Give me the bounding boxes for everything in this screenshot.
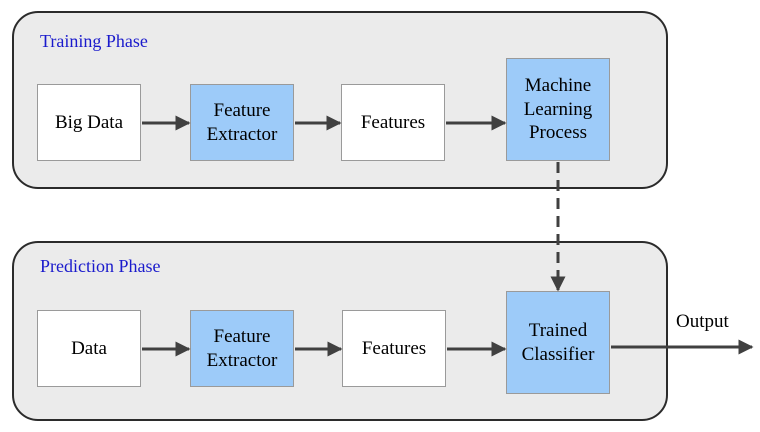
node-training-feature-extractor: Feature Extractor: [190, 84, 294, 161]
training-phase-title: Training Phase: [40, 31, 148, 51]
output-label: Output: [676, 311, 729, 332]
node-machine-learning-process: Machine Learning Process: [506, 58, 610, 161]
node-training-features: Features: [341, 84, 445, 161]
node-prediction-feature-extractor: Feature Extractor: [190, 310, 294, 387]
node-data: Data: [37, 310, 141, 387]
node-prediction-features: Features: [342, 310, 446, 387]
node-trained-classifier: Trained Classifier: [506, 291, 610, 394]
node-big-data: Big Data: [37, 84, 141, 161]
prediction-phase-title: Prediction Phase: [40, 256, 161, 276]
